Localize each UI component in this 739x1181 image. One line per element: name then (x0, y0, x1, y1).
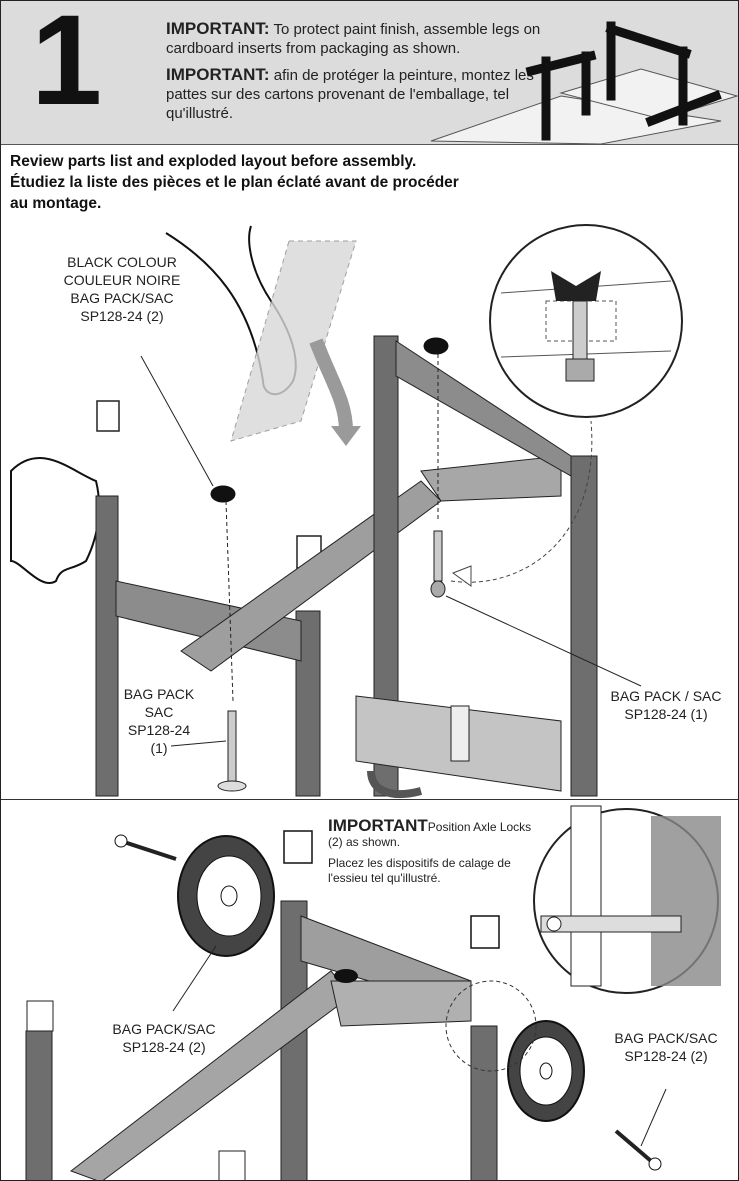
important-fr-label: IMPORTANT: (166, 65, 270, 84)
wing-nut-icon (210, 337, 449, 503)
bolt-icon (227, 710, 237, 787)
bolt-icon (433, 530, 443, 582)
label-line: (1) (150, 740, 168, 756)
step-header: 1 IMPORTANT: To protect paint finish, as… (1, 1, 738, 145)
axle-important-label: IMPORTANT (328, 816, 428, 835)
cardboard-legs-illustration (430, 21, 738, 144)
important-note-fr: IMPORTANT: afin de protéger la peinture,… (166, 65, 556, 123)
review-fr: Étudiez la liste des pièces et le plan é… (10, 174, 459, 212)
leg-cap-icon (96, 400, 120, 432)
step-number: 1 (31, 0, 103, 132)
axle-bolt-icon (648, 1157, 662, 1171)
left-hand-icon (10, 457, 100, 584)
bag-pack-label-right: BAG PACK / SAC SP128-24 (1) (591, 687, 738, 723)
frame-assembly-illustration (10, 224, 683, 799)
label-line: SP128-24 (2) (122, 1039, 206, 1055)
axle-important-en: Position Axle Locks (2) as shown. (328, 820, 532, 849)
label-line: BAG PACK (123, 686, 195, 702)
panel-divider (1, 799, 738, 800)
review-instruction: Review parts list and exploded layout be… (10, 151, 480, 214)
axle-important-fr: Placez les dispositifs de calage de l'es… (328, 856, 511, 885)
bag-pack-label-wheel-right: BAG PACK/SAC SP128-24 (2) (591, 1029, 738, 1065)
axle-lock-note: IMPORTANTPosition Axle Locks (2) as show… (328, 816, 538, 886)
label-line: SP128-24 (2) (80, 308, 164, 324)
axle-lock-icon (470, 915, 500, 949)
important-en-text: To protect paint finish, assemble legs o… (166, 21, 541, 57)
label-line: SAC (144, 704, 174, 720)
label-line: BAG PACK/SAC (614, 1030, 718, 1046)
black-colour-label: BLACK COLOUR COULEUR NOIRE BAG PACK/SAC … (37, 253, 207, 325)
review-en: Review parts list and exploded layout be… (10, 153, 417, 170)
label-line: BLACK COLOUR (67, 254, 177, 270)
wheel-icon (507, 1020, 585, 1122)
important-en-label: IMPORTANT: (166, 19, 270, 38)
wheel-assembly-illustration (25, 805, 721, 1180)
left-front-leg (95, 495, 119, 797)
rotate-arrow-icon (309, 338, 353, 432)
bag-pack-label-wheel-left: BAG PACK/SAC SP128-24 (2) (89, 1020, 239, 1056)
bag-pack-label-left: BAG PACK SAC SP128-24 (1) (119, 685, 199, 757)
label-line: SP128-24 (1) (624, 706, 708, 722)
important-fr-text: afin de protéger la peinture, montez les… (166, 67, 534, 122)
right-front-leg (570, 455, 598, 797)
label-line: SP128-24 (2) (624, 1048, 708, 1064)
label-line: SP128-24 (127, 722, 191, 738)
important-note-en: IMPORTANT: To protect paint finish, asse… (166, 19, 566, 58)
wheel-icon (177, 835, 275, 957)
label-line: COULEUR NOIRE (63, 272, 181, 288)
label-line: BAG PACK/SAC (70, 290, 174, 306)
axle-lock-icon (283, 830, 313, 864)
wing-nut-icon (551, 271, 601, 301)
axle-bolt-icon (114, 834, 128, 848)
label-line: BAG PACK/SAC (112, 1021, 216, 1037)
label-line: BAG PACK / SAC (610, 688, 722, 704)
wing-nut-icon (334, 969, 358, 983)
